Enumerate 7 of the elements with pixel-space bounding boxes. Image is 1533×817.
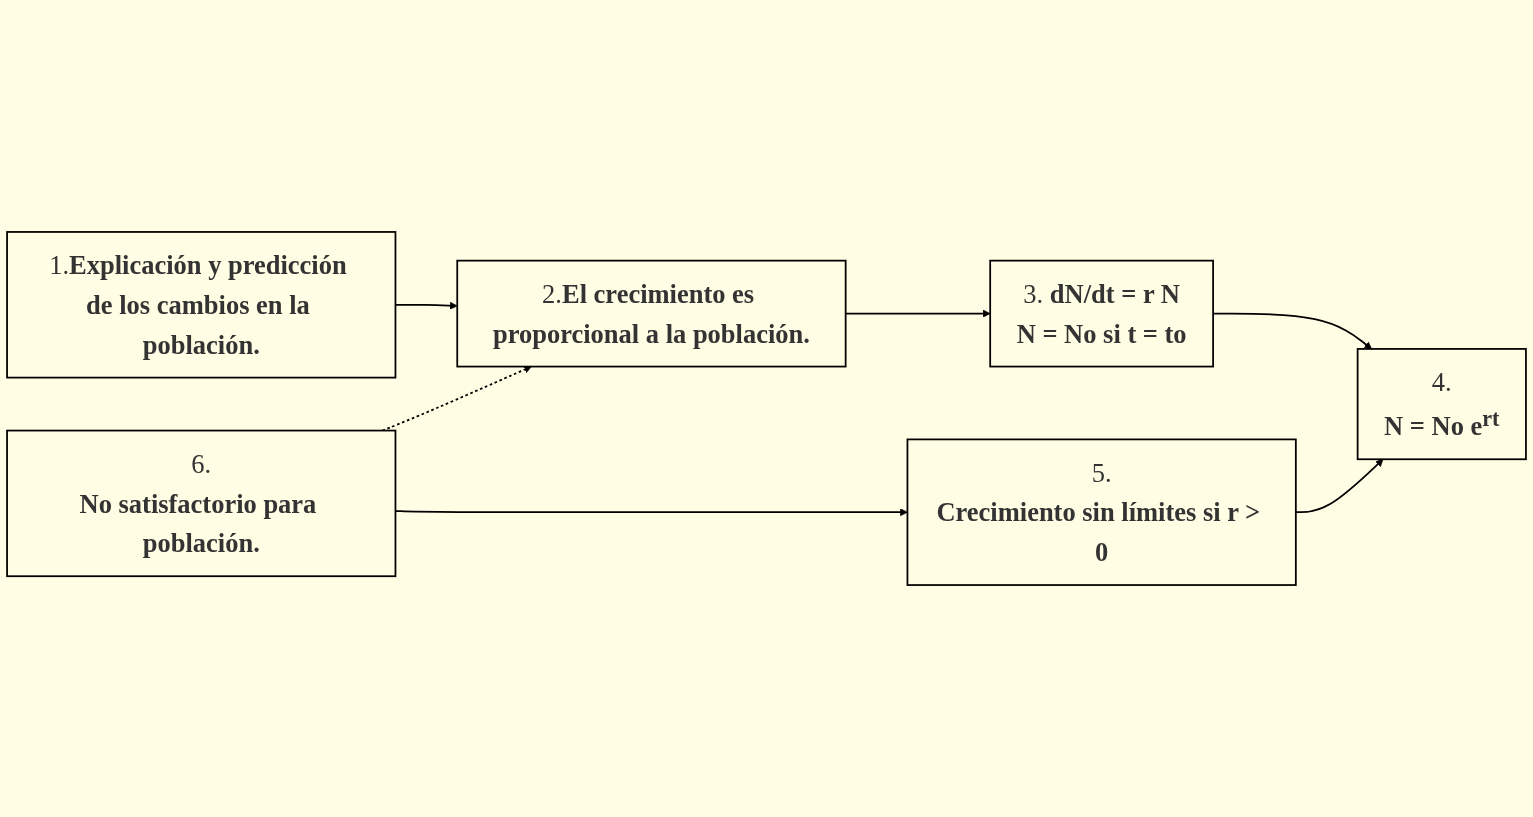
node-box: 3. dN/dt = r N N = No si t = to — [989, 259, 1214, 368]
node-box: 1.Explicación y predicción de los cambios en la población. — [6, 231, 397, 379]
node-box: 4. N = No e$^{rt}$ — [1356, 348, 1527, 461]
arrow — [381, 365, 532, 432]
node-box: 6. No satisfactorio para población. — [6, 429, 397, 578]
node-box: 2.El crecimiento es proporcional a la población. — [456, 259, 847, 368]
node-box: 5. Crecimiento sin límites si r > 0 — [906, 438, 1297, 586]
